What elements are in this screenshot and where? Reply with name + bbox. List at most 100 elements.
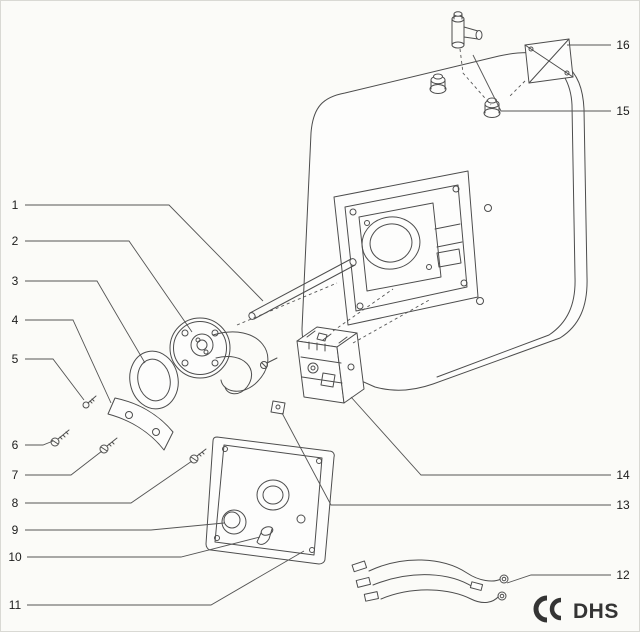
ring-terminal [499, 574, 509, 584]
flange-screw-hole [349, 208, 357, 216]
callout-14: 14 [350, 396, 630, 482]
element-projection-line [236, 282, 338, 326]
knob-cap [221, 509, 247, 535]
grommet-outer [256, 479, 290, 511]
flange-bolt-hole [211, 359, 219, 367]
thermostat-dial-center [310, 365, 316, 371]
mounting-bracket [508, 38, 574, 98]
screw-6 [50, 429, 70, 447]
boss-cap [433, 73, 443, 80]
logo-text: DHS [573, 600, 619, 623]
thermostat-notches [306, 330, 348, 344]
flange-screw-hole [460, 279, 468, 287]
gasket-ring-inner [137, 358, 171, 402]
screw-shaft [106, 437, 118, 447]
grommet-inner [262, 485, 284, 505]
screw-head [99, 444, 109, 454]
thermostat-projection-line [352, 298, 432, 344]
dhs-logo: DHS [533, 595, 619, 623]
logo-crescent-icon [549, 597, 562, 621]
opening-recess [344, 184, 468, 312]
wire [372, 574, 474, 588]
plate-corner-hole [316, 458, 322, 464]
part-number-label: 14 [616, 468, 630, 482]
screw-7 [99, 437, 118, 454]
leader-line [27, 536, 261, 558]
thermostat-group [260, 288, 432, 415]
anode-rod-tip [349, 258, 357, 266]
part-number-label: 8 [12, 496, 19, 510]
bracket-hole [564, 70, 570, 76]
part-number-label: 1 [12, 198, 19, 212]
callout-5: 5 [12, 352, 85, 401]
tank-boss-left [429, 73, 447, 94]
opening-detail-lines [434, 223, 463, 248]
wiring-harness [351, 559, 509, 604]
pipe-fitting [451, 11, 492, 106]
screw-shaft [57, 429, 70, 440]
callout-4: 4 [12, 313, 112, 404]
spade-terminal [363, 591, 379, 602]
callout-1: 1 [12, 198, 264, 302]
fitting-outlet-end [475, 30, 483, 40]
part-number-label: 6 [12, 438, 19, 452]
callout-13: 13 [281, 412, 630, 512]
fitting-bottom [451, 41, 465, 49]
clip-body [270, 400, 286, 415]
logo-crescent-icon [533, 595, 548, 623]
tank-group [301, 52, 588, 391]
element-boss-inner [196, 339, 208, 351]
callout-8: 8 [12, 460, 193, 510]
part-number-label: 5 [12, 352, 19, 366]
boss-base [483, 108, 501, 118]
terminal-screw [195, 337, 201, 343]
flange-bolt-hole [181, 329, 189, 337]
fitting-cap [453, 11, 463, 17]
anode-rod-end [248, 312, 256, 320]
element-flange-inner [173, 321, 227, 375]
element-loop [212, 331, 269, 392]
leader-line [350, 396, 611, 476]
screw-slot [190, 456, 198, 462]
flange-bolt-hole [211, 329, 219, 337]
callout-7: 7 [12, 450, 103, 482]
bracket-hole [528, 46, 534, 52]
fitting-outlet [463, 26, 479, 40]
ring-terminal [497, 591, 507, 601]
tank-opening [333, 170, 492, 326]
part-number-label: 2 [12, 234, 19, 248]
callout-9: 9 [12, 522, 225, 537]
leader-line [25, 440, 54, 446]
face-screw-hole [476, 297, 484, 305]
callout-16: 16 [567, 38, 630, 52]
part-number-label: 7 [12, 468, 19, 482]
wire [380, 589, 500, 604]
leader-line [25, 280, 146, 364]
callout-12: 12 [506, 568, 630, 584]
knob-cap-inner [223, 511, 241, 529]
flange-screw-hole [452, 185, 460, 193]
part-number-label: 15 [616, 104, 630, 118]
callout-2: 2 [12, 234, 193, 333]
spade-terminal [355, 576, 372, 588]
heating-element-group [50, 258, 357, 454]
strap-bracket [107, 397, 174, 451]
screw-8 [189, 448, 207, 464]
fitting-projection-line [459, 48, 492, 106]
terminal-screw [203, 349, 209, 355]
leader-line [25, 460, 193, 504]
element-flange [169, 317, 231, 379]
thermostat-terminal-block [320, 372, 336, 388]
clip-hole [275, 404, 281, 410]
leader-line [281, 412, 611, 506]
callout-11: 11 [9, 550, 305, 612]
flange-screw-hole [356, 302, 364, 310]
leader-line [472, 54, 611, 112]
part-number-label: 10 [8, 550, 22, 564]
leader-line [25, 204, 264, 302]
screw-shaft [196, 448, 207, 457]
plate-corner-hole [222, 446, 228, 452]
cover-plate-inner-border [214, 444, 323, 556]
